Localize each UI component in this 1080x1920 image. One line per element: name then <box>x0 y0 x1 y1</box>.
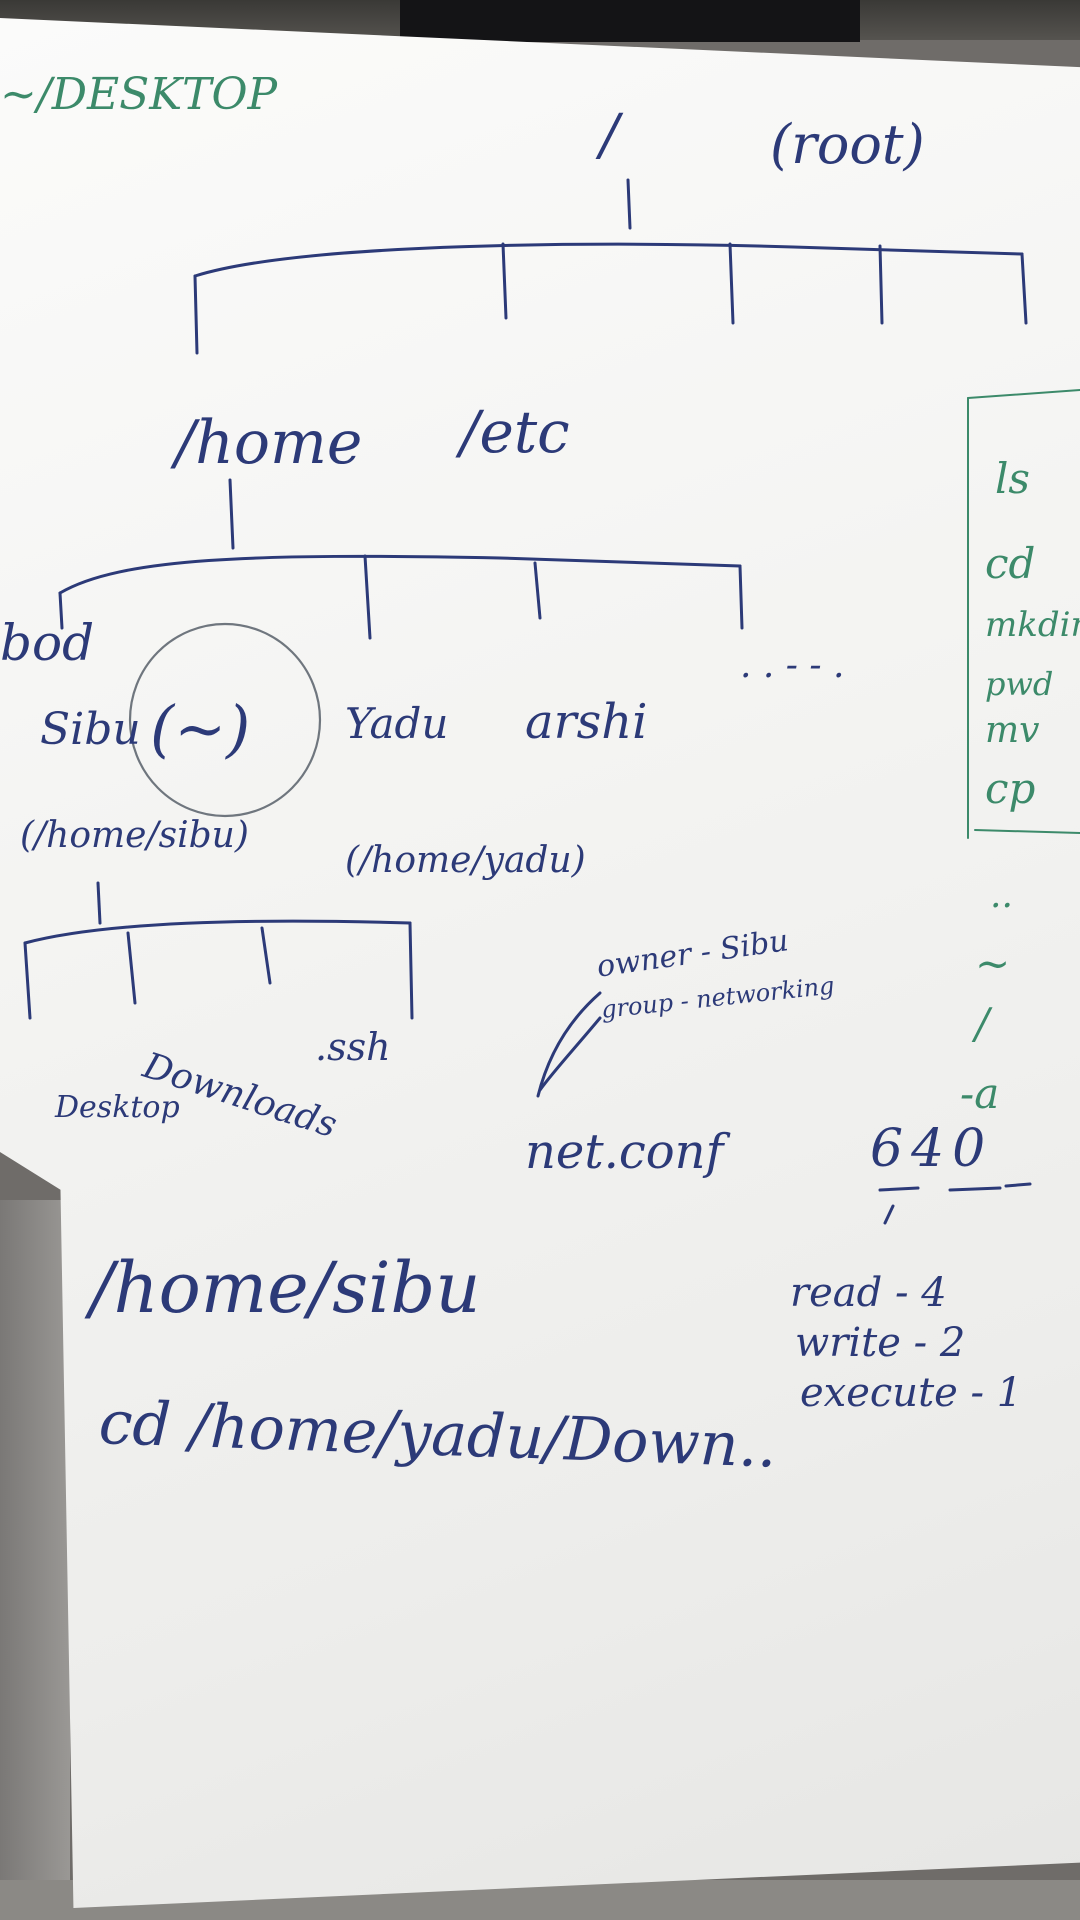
ssh-dir-label: .ssh <box>315 1025 391 1069</box>
desktop-dir-label: Desktop <box>55 1090 180 1125</box>
cmd-ls: ls <box>995 454 1030 503</box>
cmd-pwd: pwd <box>985 665 1054 703</box>
whiteboard: ~/DESKTOP / (root) /home /etc bod Sibu (… <box>0 18 1080 1908</box>
tree-lines <box>23 178 1080 1225</box>
symbol-root: / <box>975 999 990 1048</box>
cmd-mv: mv <box>985 710 1040 751</box>
monitor-edge <box>400 0 860 42</box>
cmd-cd: cd <box>985 539 1036 588</box>
arshi-label: arshi <box>525 694 648 750</box>
root-slash: / <box>600 103 619 168</box>
more-users-ellipsis: . . - - . <box>740 645 845 686</box>
floor <box>0 1200 70 1920</box>
file-name-label: net.conf <box>525 1124 724 1180</box>
sibu-label: Sibu <box>40 704 141 755</box>
write-value: write - 2 <box>795 1320 966 1366</box>
bod-label: bod <box>0 614 95 672</box>
desktop-corner-label: ~/DESKTOP <box>0 69 278 120</box>
read-value: read - 4 <box>790 1270 947 1316</box>
symbol-all-flag: -a <box>960 1069 1000 1118</box>
etc-dir-label: /etc <box>460 398 570 466</box>
cmd-mkdir: mkdir <box>985 605 1080 645</box>
yadu-label: Yadu <box>345 699 449 748</box>
yadu-path-label: (/home/yadu) <box>345 840 586 881</box>
cmd-cp: cp <box>985 764 1036 813</box>
sibu-path-example: /home/sibu <box>90 1247 481 1329</box>
root-label: (root) <box>770 113 925 176</box>
execute-value: execute - 1 <box>800 1370 1023 1416</box>
symbol-home: ~ <box>975 939 1011 988</box>
mode-value: 640 <box>870 1119 994 1179</box>
tilde-home-label: (~) <box>150 692 251 765</box>
symbol-parent-dir: .. <box>990 875 1013 916</box>
sibu-path-label: (/home/sibu) <box>20 815 249 856</box>
home-dir-label: /home <box>175 408 363 478</box>
